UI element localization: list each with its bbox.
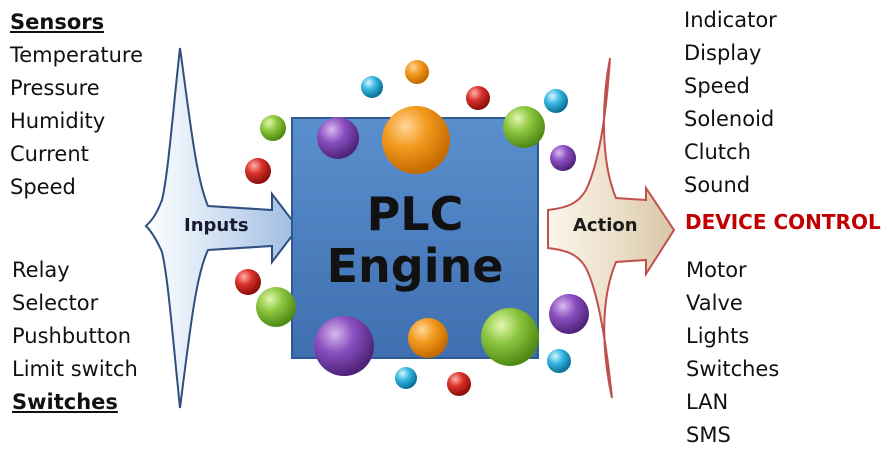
switch-item: Limit switch: [12, 357, 138, 381]
output-item: Sound: [684, 173, 751, 197]
inputs-arrow: [144, 47, 300, 409]
sensor-item: Current: [10, 142, 89, 166]
ball-purple-top-left: [317, 117, 359, 159]
ball-purple-right: [550, 145, 576, 171]
sensors-heading: Sensors: [10, 10, 105, 34]
ball-red-left: [245, 158, 271, 184]
output-item: SMS: [686, 423, 731, 447]
plc-engine-title: PLC Engine: [292, 188, 538, 292]
ball-green-left: [260, 115, 286, 141]
ball-red-top: [466, 86, 490, 110]
ball-red-bottom: [447, 372, 471, 396]
plc-title-line1: PLC: [366, 187, 464, 241]
action-arrow: [547, 57, 676, 399]
sensor-item: Humidity: [10, 109, 106, 133]
output-item: Display: [684, 41, 762, 65]
output-item: Motor: [686, 258, 747, 282]
action-label: Action: [573, 215, 638, 236]
switch-item: Pushbutton: [12, 324, 132, 348]
switches-list: Relay Selector Pushbutton Limit switch S…: [12, 254, 138, 419]
output-item: LAN: [686, 390, 729, 414]
sensor-item: Temperature: [10, 43, 144, 67]
ball-orange-bottom: [408, 318, 448, 358]
switches-heading: Switches: [12, 390, 118, 414]
sensor-item: Pressure: [10, 76, 100, 100]
ball-green-lower-left: [256, 287, 296, 327]
switch-item: Selector: [12, 291, 99, 315]
ball-cyan-bottom: [395, 367, 417, 389]
ball-green-large-bottom: [481, 308, 539, 366]
output-item: Clutch: [684, 140, 751, 164]
decorative-balls: [235, 60, 589, 396]
plc-title-line2: Engine: [326, 239, 504, 293]
outputs-bottom-list: Motor Valve Lights Switches LAN SMS: [686, 254, 779, 452]
sensor-item: Speed: [10, 175, 76, 199]
sensors-list: Sensors Temperature Pressure Humidity Cu…: [10, 6, 143, 204]
output-item: Lights: [686, 324, 750, 348]
inputs-label: Inputs: [184, 215, 249, 236]
switch-item: Relay: [12, 258, 70, 282]
ball-cyan-lower-right: [547, 349, 571, 373]
output-item: Indicator: [684, 8, 777, 32]
ball-purple-lower-right: [549, 294, 589, 334]
ball-green-top-right: [503, 106, 545, 148]
ball-cyan-top-left: [361, 76, 383, 98]
outputs-top-list: Indicator Display Speed Solenoid Clutch …: [684, 4, 777, 202]
output-item: Solenoid: [684, 107, 775, 131]
output-item: Speed: [684, 74, 750, 98]
ball-orange-small-top: [405, 60, 429, 84]
ball-orange-large: [382, 106, 450, 174]
output-item: Valve: [686, 291, 743, 315]
output-item: Switches: [686, 357, 780, 381]
device-control-label: DEVICE CONTROL: [685, 210, 881, 234]
ball-red-lower-left: [235, 269, 261, 295]
ball-purple-large-bottom: [314, 316, 374, 376]
ball-cyan-top-right: [544, 89, 568, 113]
